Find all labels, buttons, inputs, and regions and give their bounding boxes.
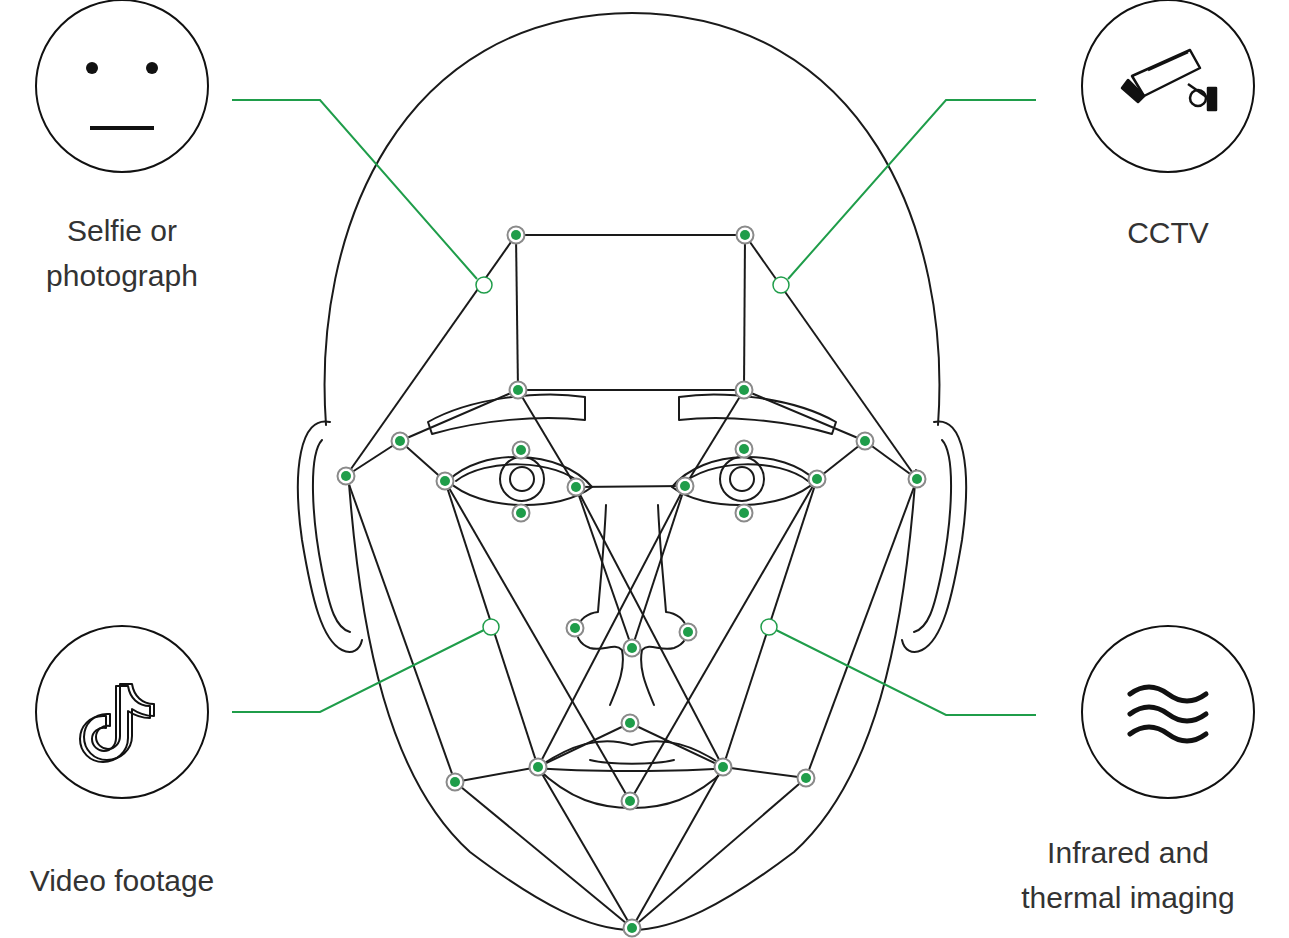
landmark-dot xyxy=(627,643,637,653)
landmark-dot xyxy=(801,773,811,783)
right-ear-inner xyxy=(914,440,951,632)
source-label: Selfie or photograph xyxy=(2,208,242,298)
landmark-dot xyxy=(440,476,450,486)
landmark-points xyxy=(338,227,926,937)
left-pupil xyxy=(510,467,534,491)
landmark-dot xyxy=(740,230,750,240)
landmark-ring xyxy=(736,505,753,522)
landmark-dot xyxy=(625,796,635,806)
landmark-ring xyxy=(737,227,754,244)
landmark-dot xyxy=(860,436,870,446)
landmark-ring xyxy=(513,505,530,522)
head-outline xyxy=(325,13,940,425)
landmark-dot xyxy=(516,445,526,455)
lip-detail xyxy=(590,760,674,764)
landmark-ring xyxy=(736,382,753,399)
left-ear xyxy=(298,421,362,652)
hollow-points xyxy=(476,277,789,635)
landmark-dot xyxy=(571,482,581,492)
source-label: Infrared and thermal imaging xyxy=(1008,830,1248,920)
landmark-ring xyxy=(338,468,355,485)
landmark-ring xyxy=(624,640,641,657)
landmark-dot xyxy=(533,762,543,772)
landmark-ring xyxy=(809,471,826,488)
lip-line xyxy=(537,768,727,771)
right-iris xyxy=(720,457,764,501)
landmark-dot xyxy=(739,508,749,518)
source-node: Selfie or photograph xyxy=(2,0,242,302)
landmark-ring xyxy=(736,441,753,458)
landmark-ring xyxy=(624,920,641,937)
landmark-dot xyxy=(683,627,693,637)
landmark-dot xyxy=(395,436,405,446)
landmark-dot xyxy=(627,923,637,933)
left-eye xyxy=(448,457,592,505)
landmark-dot xyxy=(718,762,728,772)
source-label: CCTV xyxy=(1048,210,1288,255)
landmark-dot xyxy=(570,623,580,633)
landmark-ring xyxy=(715,759,732,776)
landmark-dot xyxy=(812,474,822,484)
landmark-ring xyxy=(513,442,530,459)
landmark-ring xyxy=(510,382,527,399)
landmark-ring xyxy=(508,227,525,244)
source-circle xyxy=(2,624,242,804)
landmark-dot xyxy=(513,385,523,395)
landmark-ring xyxy=(568,479,585,496)
landmark-ring xyxy=(392,433,409,450)
landmark-ring xyxy=(677,478,694,495)
landmark-ring xyxy=(622,715,639,732)
left-iris xyxy=(500,457,544,501)
right-pupil xyxy=(730,467,754,491)
landmark-mesh xyxy=(346,235,917,928)
right-eye xyxy=(672,457,816,505)
landmark-dot xyxy=(680,481,690,491)
landmark-dot xyxy=(341,471,351,481)
right-ear xyxy=(902,421,966,652)
jaw-outline xyxy=(348,470,916,930)
landmark-ring xyxy=(530,759,547,776)
source-label: Video footage xyxy=(2,858,242,903)
nose-right xyxy=(641,505,687,705)
landmark-ring xyxy=(857,433,874,450)
source-node: Video footage xyxy=(2,624,242,907)
right-eyebrow xyxy=(679,395,836,434)
landmark-dot xyxy=(511,230,521,240)
landmark-dot xyxy=(739,385,749,395)
landmark-dot xyxy=(450,777,460,787)
landmark-ring xyxy=(447,774,464,791)
landmark-ring xyxy=(909,471,926,488)
left-eyebrow xyxy=(428,395,585,434)
leader-lines xyxy=(232,100,1036,715)
landmark-ring xyxy=(680,624,697,641)
landmark-ring xyxy=(437,473,454,490)
landmark-dot xyxy=(625,718,635,728)
landmark-dot xyxy=(912,474,922,484)
source-node: Infrared and thermal imaging xyxy=(1048,624,1288,924)
landmark-dot xyxy=(516,508,526,518)
landmark-ring xyxy=(798,770,815,787)
landmark-ring xyxy=(567,620,584,637)
source-node: CCTV xyxy=(1048,0,1288,259)
source-circle xyxy=(1048,0,1288,178)
lower-lip xyxy=(537,768,727,808)
source-circle xyxy=(2,0,242,178)
landmark-dot xyxy=(739,444,749,454)
source-circle xyxy=(1048,624,1288,804)
landmark-ring xyxy=(622,793,639,810)
